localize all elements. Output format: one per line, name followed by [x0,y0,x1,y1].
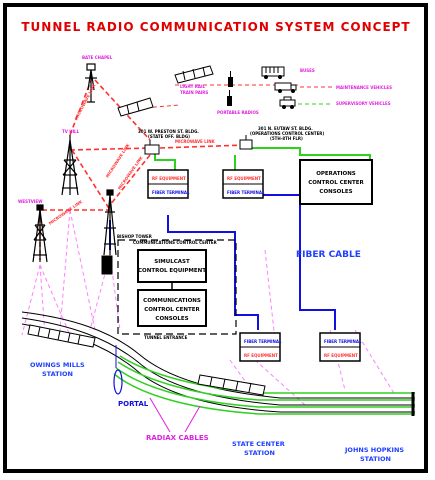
westview-tower [32,204,48,263]
bishop-tower [103,189,117,256]
comm-consoles-line-2: CONTROL CENTER [144,307,200,313]
portal-marker [113,369,123,395]
station-right-rf-label: RF EQUIPMENT [324,353,358,358]
light-rail-train-icon [117,65,214,117]
station-left-fiber-label: FIBER TERMINAL [244,339,282,344]
microwave-link-label-3: MICROWAVE LINK [48,198,84,225]
supervisory-vehicle-icon [279,96,296,109]
comm-consoles-line-3: CONSOLES [155,316,188,322]
owings-mills-line-1: OWINGS MILLS [30,361,85,369]
comm-center-label: COMMUNICATIONS CONTROL CENTER [133,240,217,245]
diagram-title: TUNNEL RADIO COMMUNICATION SYSTEM CONCEP… [21,20,410,34]
comm-center-dashed-box [117,239,237,335]
station-left-rf-label: RF EQUIPMENT [244,353,278,358]
owings-mills-line-2: STATION [42,370,73,378]
comm-center-tower [101,255,113,275]
site2-equipment-box: RF EQUIPMENT FIBER TERMINAL [222,169,265,199]
supervisory-label: SUPERVISORY VEHICLES [336,101,391,106]
ops-console-line-2: CONTROL CENTER [308,180,364,186]
portable-radio-icon [227,71,233,106]
microwave-link-label-1: MICROWAVE LINK [73,82,96,120]
comm-consoles-box: COMMUNICATIONS CONTROL CENTER CONSOLES [137,289,207,327]
site1-sublabel: (STATE OFF. BLDG) [148,134,190,139]
station-equipment-right: FIBER TERMINAL RF EQUIPMENT [319,332,362,362]
tv-hill-label: TV HILL [62,129,80,134]
fiber-terminal-label: FIBER TERMINAL [152,190,190,195]
state-center-line-1: STATE CENTER [232,440,285,448]
maintenance-vehicle-icon [274,82,297,93]
fiber-cable-label: FIBER CABLE [296,250,361,260]
ops-console-line-1: OPERATIONS [316,171,356,177]
site1-building-icon [144,140,160,155]
light-rail-label-1: LIGHT RAIL [180,84,205,89]
light-rail-label-2: TRAIN PAIRS [180,90,208,95]
fiber-terminal-label-2: FIBER TERMINAL [227,190,265,195]
chapel-label: BATE CHAPEL [82,55,113,60]
site2-building-icon [239,135,253,150]
johns-hopkins-line-1: JOHNS HOPKINS [344,446,404,454]
radiax-pointers [149,397,201,433]
bus-icon [261,66,285,79]
ops-console-box: OPERATIONS CONTROL CENTER CONSOLES [299,159,373,205]
portable-radios-label: PORTABLE RADIOS [217,110,259,115]
simulcast-line-2: CONTROL EQUIPMENT [138,268,206,274]
train-tunnel-icon [197,374,266,396]
site1-equipment-box: RF EQUIPMENT FIBER TERMINAL [147,169,190,199]
simulcast-box: SIMULCAST CONTROL EQUIPMENT [137,249,207,283]
station-right-fiber-label: FIBER TERMINAL [324,339,362,344]
tv-hill-tower [61,135,79,196]
station-equipment-left: FIBER TERMINAL RF EQUIPMENT [239,332,282,362]
train-left-icon [27,324,96,348]
westview-label: WESTVIEW [18,199,43,204]
bishop-tower-label: BISHOP TOWER [117,234,152,239]
johns-hopkins-line-2: STATION [360,455,391,463]
buses-label: BUSES [300,68,315,73]
site2-label: 301 N. EUTAW ST. BLDG. [258,126,313,131]
diagram-border [3,3,428,473]
maintenance-label: MAINTENANCE VEHICLES [336,85,392,90]
rf-equipment-label-2: RF EQUIPMENT [227,176,261,181]
tunnel-entrance-label: TUNNEL ENTRANCE [144,335,188,340]
rf-equipment-label: RF EQUIPMENT [152,176,186,181]
bate-chapel-tower [85,63,97,103]
microwave-link-label-5: MICROWAVE LINK [175,139,216,144]
site1-label: 301 W. PRESTON ST. BLDG. [138,129,199,134]
state-center-line-2: STATION [244,449,275,457]
ops-console-line-3: CONSOLES [319,189,352,195]
site2-sublabel: (OPERATIONS CONTROL CENTER) [250,131,324,136]
portal-label: PORTAL [118,400,149,408]
radiax-cables-label: RADIAX CABLES [146,434,209,442]
simulcast-line-1: SIMULCAST [154,259,190,265]
comm-consoles-line-1: COMMUNICATIONS [143,298,201,304]
site2-sublabel-2: (5TH-8TH FLR) [270,136,303,141]
